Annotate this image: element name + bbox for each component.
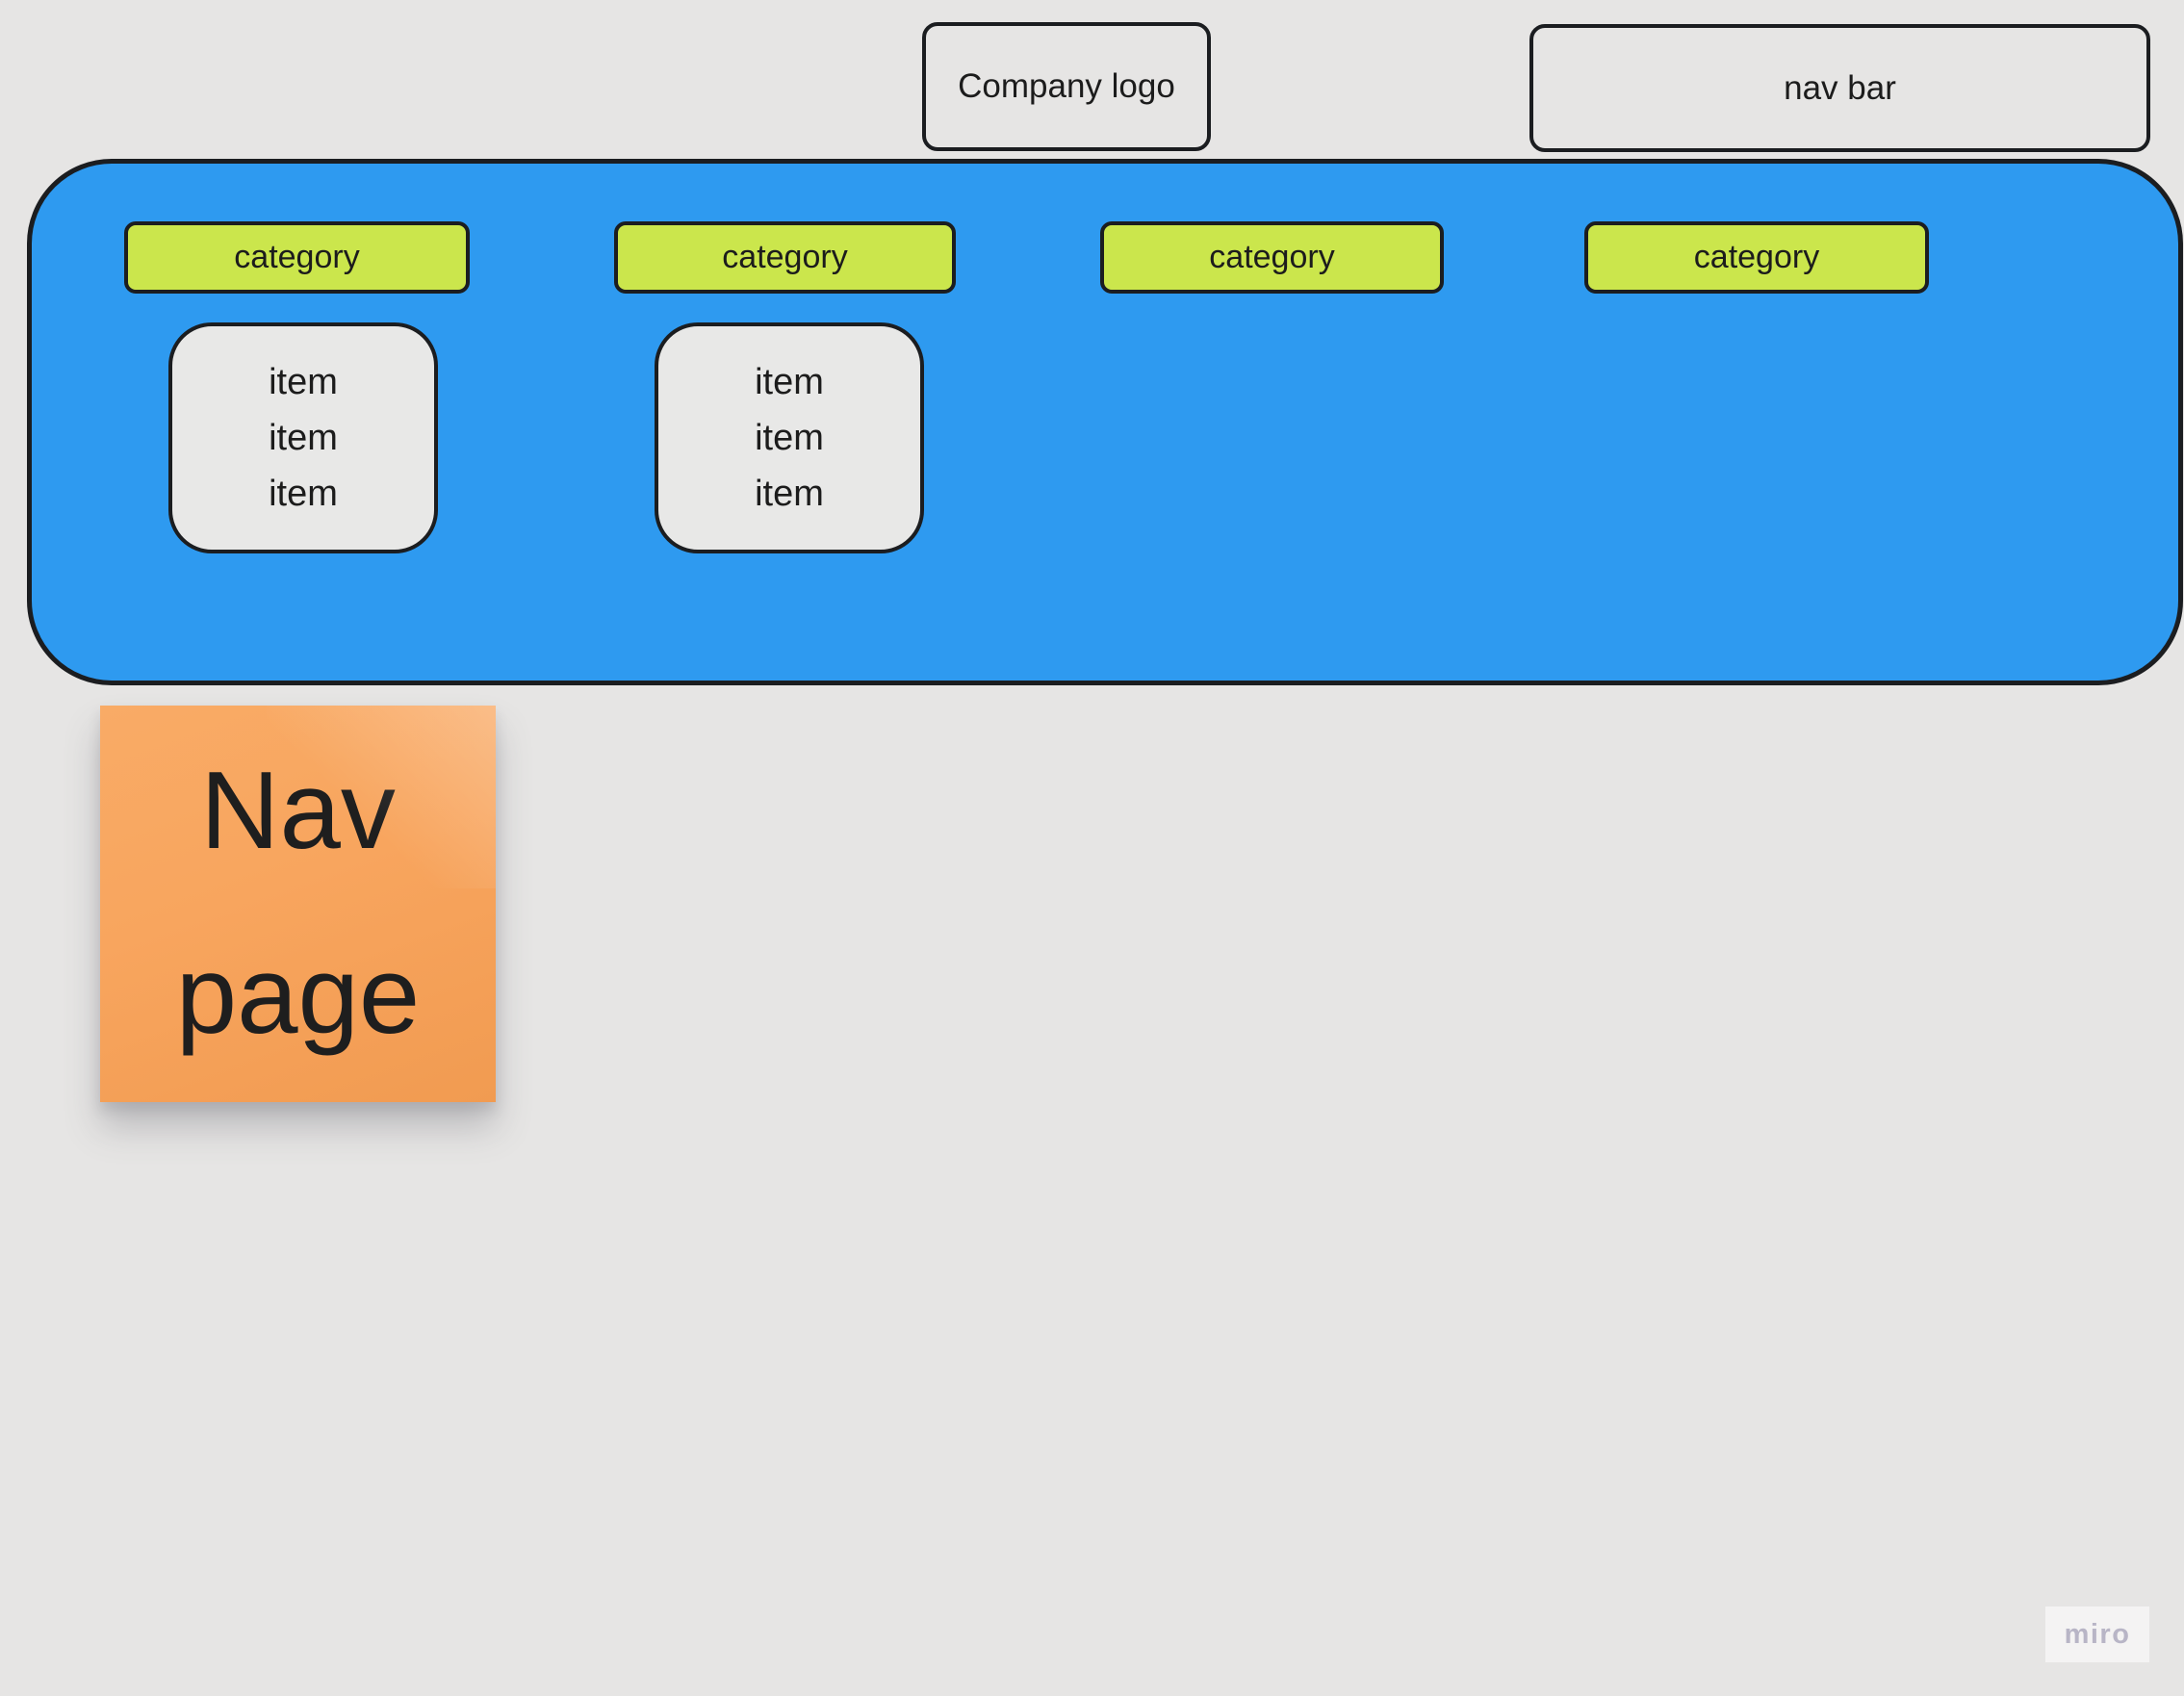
miro-watermark: miro — [2045, 1606, 2149, 1662]
sticky-note[interactable]: Nav page — [100, 706, 496, 1102]
nav-bar-label: nav bar — [1784, 68, 1896, 107]
category-4-label: category — [1693, 239, 1820, 275]
nav-container-shape[interactable]: category category category category item… — [27, 159, 2183, 685]
item-panel-2[interactable]: item item item — [655, 322, 924, 553]
item-label: item — [269, 418, 338, 458]
category-pill-3[interactable]: category — [1100, 221, 1444, 294]
item-panel-1[interactable]: item item item — [168, 322, 438, 553]
company-logo-label: Company logo — [958, 67, 1175, 105]
category-pill-2[interactable]: category — [614, 221, 956, 294]
category-2-label: category — [722, 239, 848, 275]
category-3-label: category — [1209, 239, 1335, 275]
item-label: item — [755, 474, 824, 514]
category-1-label: category — [234, 239, 360, 275]
item-label: item — [755, 362, 824, 402]
item-label: item — [269, 474, 338, 514]
company-logo-shape[interactable]: Company logo — [922, 22, 1211, 151]
category-pill-1[interactable]: category — [124, 221, 470, 294]
item-label: item — [269, 362, 338, 402]
sticky-note-text: Nav page — [175, 750, 421, 1057]
item-label: item — [755, 418, 824, 458]
nav-bar-shape[interactable]: nav bar — [1529, 24, 2150, 152]
miro-logo: miro — [2064, 1618, 2131, 1650]
category-pill-4[interactable]: category — [1584, 221, 1929, 294]
